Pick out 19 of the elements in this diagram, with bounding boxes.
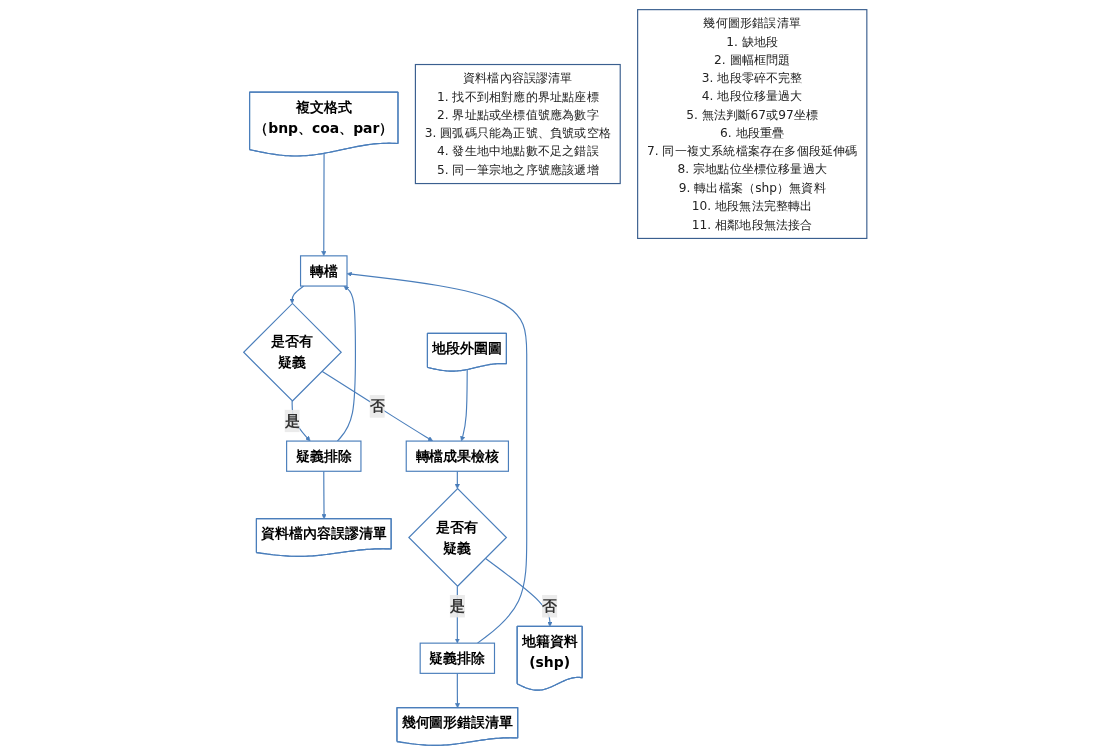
arrow: [321, 370, 433, 442]
node-box: 資料檔內容誤謬清單 1. 找不到相對應的界址點座標 2. 界址點或坐標值號應為數字 3. 圓弧碼只能為正號、負號或空格 4. 發生地中地點數不足之錯誤 5. 同一筆宗地之序號應該遞增: [414, 63, 621, 185]
arrow: [454, 470, 460, 489]
node-box: 疑義排除: [285, 440, 362, 472]
arrow: [336, 285, 356, 442]
edge-label: 否: [369, 397, 385, 415]
node-box: 疑義排除: [419, 642, 495, 674]
arrow: [484, 557, 553, 627]
edge-label: 否: [541, 597, 557, 615]
node-box: 幾何圖形錯誤清單 1. 缺地段 2. 圖幅框問題 3. 地段零碎不完整 4. 地段位移量過大 5. 無法判斷67或97坐標 6. 地段重疊 7. 同一複丈系統檔案存在多個段延伸碼 8. 宗地點位坐標位移量過大 9. 轉出檔案（shp）無資料 10. 地段無法完整轉出 11. 相鄰地段無法接合: [636, 9, 868, 239]
arrow: [289, 285, 305, 304]
node-box: 轉檔成果檢核: [405, 440, 509, 472]
node-diamond: 是否有疑義: [407, 487, 507, 588]
edge-label: 是: [449, 597, 465, 615]
node-box: 轉檔: [299, 255, 348, 287]
arrow: [321, 153, 327, 257]
arrow: [459, 369, 468, 442]
node-diamond: 是否有疑義: [242, 302, 342, 402]
edge-label: 是: [284, 412, 300, 430]
